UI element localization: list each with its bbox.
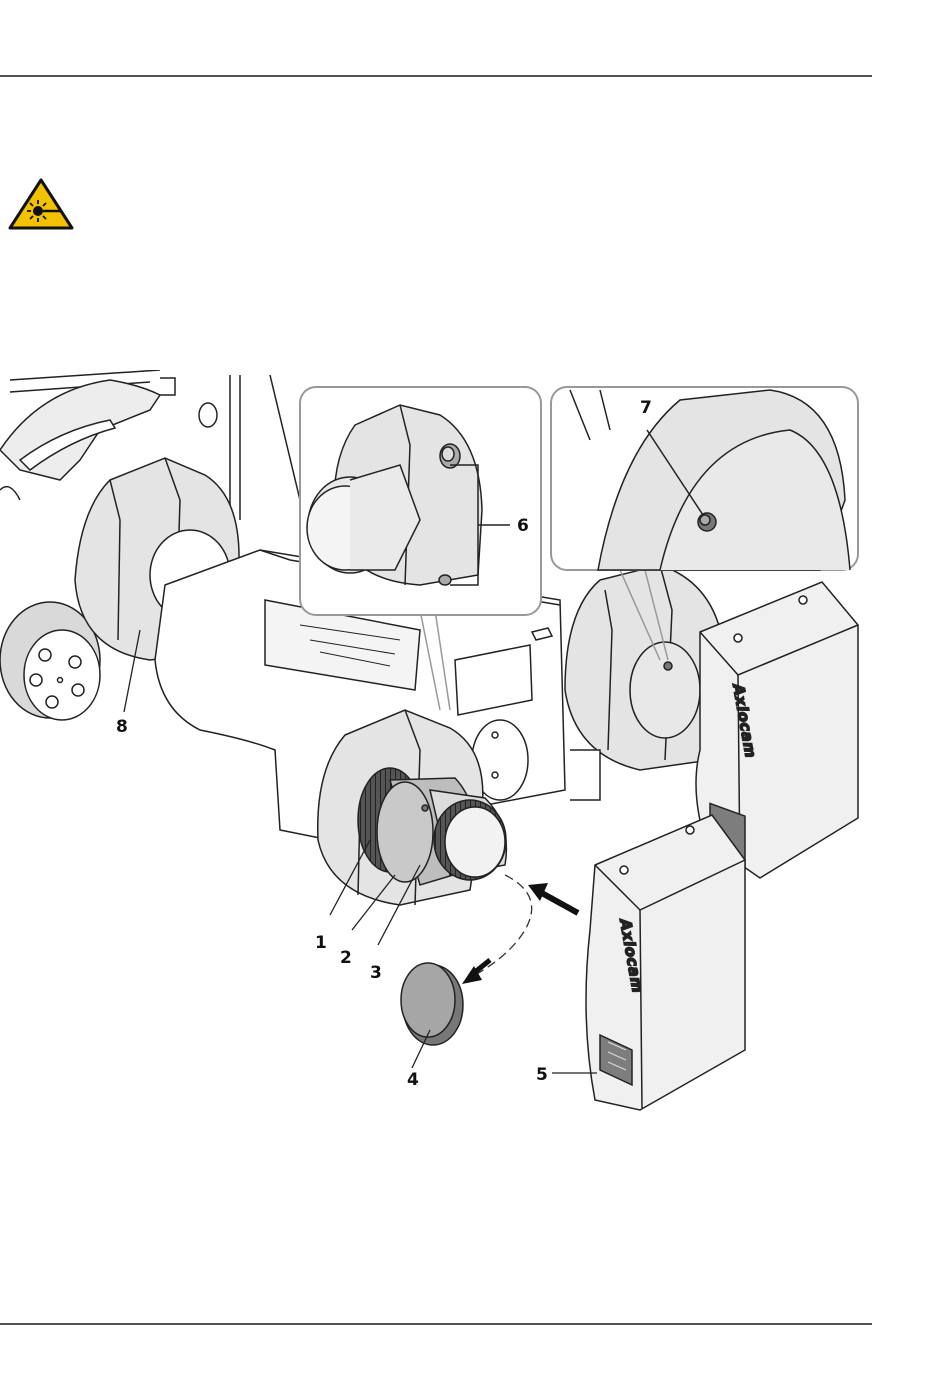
callout-1: 1 <box>315 933 327 953</box>
callout-8: 8 <box>116 717 128 737</box>
callout-3: 3 <box>370 963 382 983</box>
laser-warning-icon <box>8 178 74 230</box>
insert-camera-arrow <box>540 892 578 913</box>
callout-2: 2 <box>340 948 352 968</box>
front-camera: Axiocam <box>586 815 745 1110</box>
camera-mounting-illustration: Axiocam Axiocam <box>0 370 870 1115</box>
dust-cap <box>401 963 463 1045</box>
header-rule <box>0 75 872 77</box>
callout-5: 5 <box>536 1065 548 1085</box>
callout-6: 6 <box>517 516 529 536</box>
footer-rule <box>0 1323 872 1325</box>
callout-4: 4 <box>407 1070 419 1090</box>
callout-7: 7 <box>640 398 652 418</box>
dust-cap-path <box>475 875 532 975</box>
